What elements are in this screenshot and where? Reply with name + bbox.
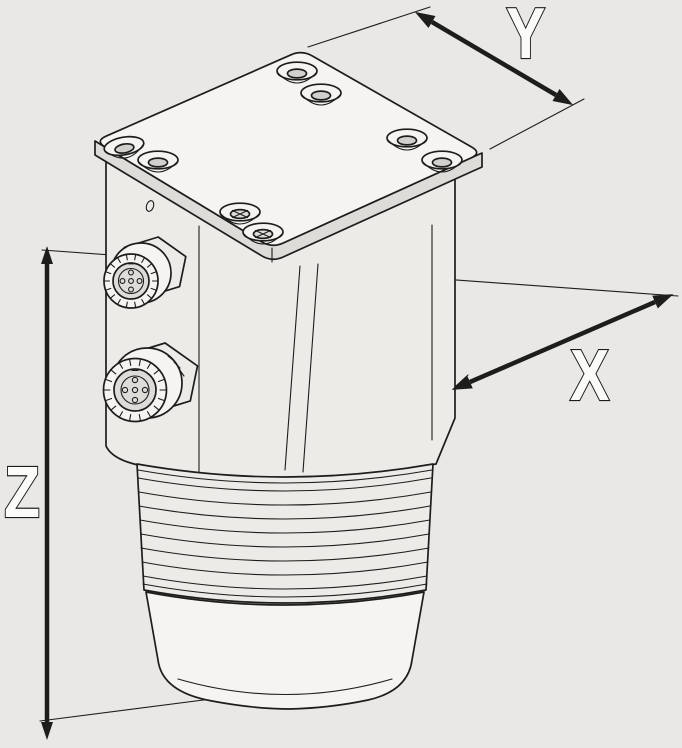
plate-hole-top-1	[276, 61, 318, 84]
plate-top-face	[99, 51, 478, 247]
dimension-z: Z	[3, 246, 53, 740]
knurl-ticks-upper	[103, 254, 159, 308]
plate-hole-left-2	[137, 150, 179, 173]
extension-line-y-upper	[307, 6, 431, 48]
thread-ticks-lower	[167, 355, 185, 377]
insert-ring-lower	[113, 368, 157, 412]
knurl-ticks-lower	[103, 359, 167, 421]
pins-upper	[119, 269, 143, 293]
sensor-device	[94, 51, 483, 710]
insert-inner-lower	[120, 375, 150, 405]
plate-hole-left-1	[103, 135, 145, 159]
antenna-cup	[145, 591, 425, 710]
dimension-x-line	[469, 299, 656, 385]
housing-chamfer-line-1	[284, 265, 301, 471]
dimension-label-y: Y	[506, 0, 545, 73]
housing-chamfer-line-2	[302, 263, 319, 473]
plate-hole-right-1	[386, 128, 428, 151]
dimension-y-arrowhead-start	[414, 11, 436, 28]
vent-hole	[145, 200, 155, 212]
rib-lines	[137, 469, 433, 598]
connector-lower	[102, 342, 199, 423]
dimension-y: Y	[414, 0, 574, 106]
screw-cross-2	[254, 229, 272, 239]
dimension-label-x: X	[570, 334, 609, 415]
dimension-x: X	[451, 294, 674, 416]
dimension-y-line	[430, 20, 558, 97]
plate-screw-front-1	[219, 202, 261, 225]
plate-hole-right-2	[421, 150, 463, 173]
mounting-plate	[94, 51, 483, 263]
dimension-x-arrowhead-end	[652, 294, 674, 309]
dimension-z-arrowhead-top	[41, 246, 53, 264]
extension-line-y-lower	[489, 98, 585, 150]
dimension-y-arrowhead-end	[552, 89, 574, 106]
connector-upper	[103, 236, 187, 309]
plate-hole-top-2	[300, 83, 342, 106]
screw-cross-1	[231, 209, 249, 219]
pins-lower	[121, 376, 149, 404]
dimension-x-arrowhead-start	[451, 375, 473, 390]
insert-inner-upper	[117, 267, 145, 295]
cup-bottom-edge	[177, 678, 393, 695]
dimension-label-z: Z	[4, 451, 40, 532]
dimension-z-arrowhead-bottom	[41, 722, 53, 740]
plate-screw-front-2	[242, 222, 284, 245]
